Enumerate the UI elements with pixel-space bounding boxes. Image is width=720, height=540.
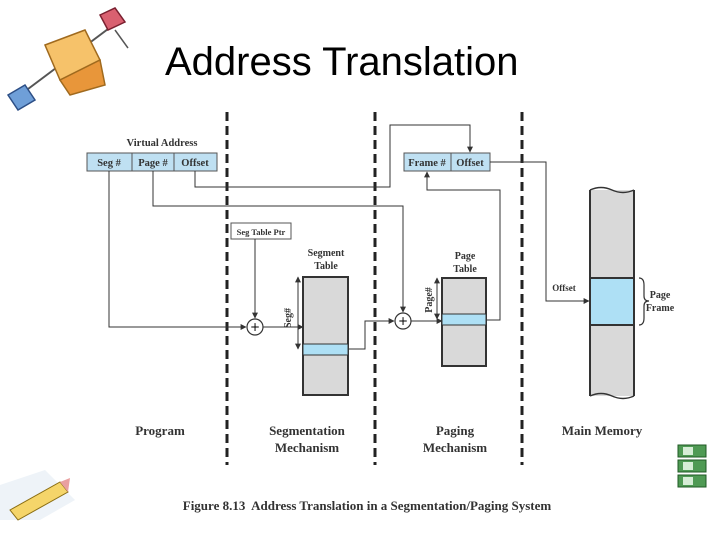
page-frame-brace <box>638 277 650 326</box>
seg-table-pointer-box <box>230 222 292 240</box>
offset-label: Offset <box>181 158 209 169</box>
section-dividers <box>225 112 524 465</box>
page-frame-label-line1: Page <box>650 290 671 301</box>
seg-index-label: Seg# <box>283 308 294 328</box>
section-label-program: Program <box>135 423 185 438</box>
segment-table-label-line1: Segment <box>308 248 345 259</box>
figure-caption: Figure 8.13 Address Translation in a Seg… <box>183 498 552 513</box>
physical-offset-label: Offset <box>456 158 484 169</box>
stacked-blocks-clipart-icon <box>677 444 707 488</box>
virtual-address-register: Seg # Page # Offset <box>86 152 218 172</box>
page-table-label-line1: Page <box>455 251 476 262</box>
page-number-label: Page # <box>138 158 168 169</box>
pencil-clipart-icon <box>0 470 75 521</box>
section-label-segmentation-line1: Segmentation <box>269 423 346 438</box>
flow-arrows <box>108 124 590 350</box>
physical-address-register: Frame # Offset <box>403 152 491 172</box>
page-table-entry <box>441 313 487 326</box>
memory-offset-label: Offset <box>552 283 576 293</box>
section-label-main-memory: Main Memory <box>562 423 643 438</box>
segment-adder-plus-icon: + <box>250 320 260 334</box>
segment-table <box>302 276 349 396</box>
seg-number-label: Seg # <box>97 158 121 169</box>
segment-table-label-line2: Table <box>314 261 338 272</box>
cube-cluster-clipart-icon <box>6 7 129 112</box>
virtual-address-label: Virtual Address <box>127 138 198 149</box>
page-frame-label-line2: Frame <box>646 303 675 314</box>
page-table-label-line2: Table <box>453 264 477 275</box>
segment-table-entry <box>302 343 349 356</box>
frame-number-label: Frame # <box>408 158 446 169</box>
section-label-segmentation-line2: Mechanism <box>275 440 339 455</box>
section-label-paging-line1: Paging <box>436 423 475 438</box>
section-label-paging-line2: Mechanism <box>423 440 487 455</box>
slide-title: Address Translation <box>165 40 519 84</box>
seg-table-pointer-label: Seg Table Ptr <box>237 227 286 237</box>
page-adder-plus-icon: + <box>398 314 408 328</box>
page-index-label: Page# <box>424 287 435 313</box>
page-frame <box>589 277 635 326</box>
